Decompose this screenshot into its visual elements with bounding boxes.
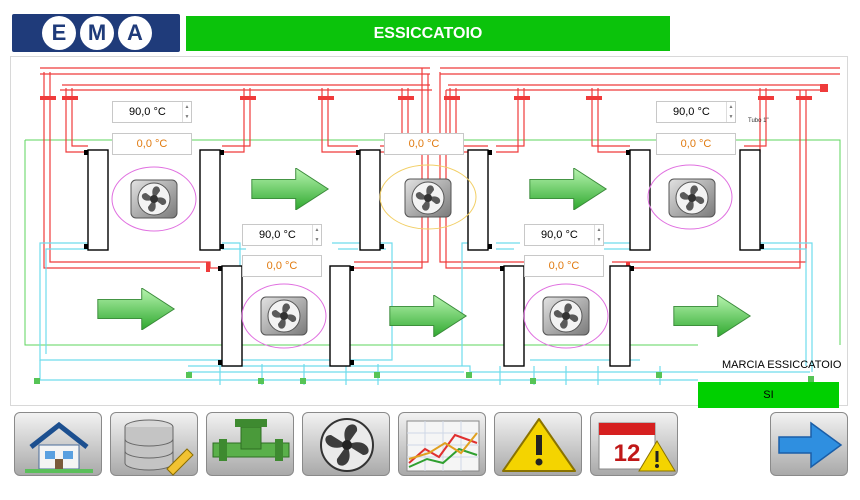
flow-arrow-icon (251, 168, 329, 210)
temperature-reading-4: 0,0 °C (524, 255, 604, 277)
calendar-alarm-icon: 12 (598, 422, 676, 472)
fan-icon (260, 296, 308, 336)
dryer-run-toggle[interactable]: SI (698, 382, 839, 408)
spinner-arrows-icon[interactable]: ▲▼ (594, 225, 603, 245)
alarm-history-button[interactable]: 12 (590, 412, 678, 476)
spinner-arrows-icon[interactable]: ▲▼ (312, 225, 321, 245)
spinner-arrows-icon[interactable]: ▲▼ (726, 102, 735, 122)
setpoint-input-1[interactable]: 90,0 °C ▲▼ (112, 101, 192, 123)
temperature-reading-5: 0,0 °C (656, 133, 736, 155)
fans-button[interactable] (302, 412, 390, 476)
process-diagram (24, 67, 841, 385)
dryer-run-label: MARCIA ESSICCATOIO (722, 359, 842, 371)
setpoint-input-2[interactable]: 90,0 °C ▲▼ (242, 224, 322, 246)
flow-arrow-icon (389, 295, 467, 337)
logo-letter-m: M (80, 16, 114, 50)
database-button[interactable] (110, 412, 198, 476)
fan-icon (668, 178, 716, 218)
logo-letter-e: E (42, 16, 76, 50)
temperature-reading-1: 0,0 °C (112, 133, 192, 155)
home-button[interactable] (14, 412, 102, 476)
alarm-warning-icon (502, 418, 576, 472)
pipe-valve-icon (212, 419, 290, 461)
alarms-button[interactable] (494, 412, 582, 476)
diagram-frame (10, 56, 848, 406)
trend-chart-icon (406, 420, 480, 472)
database-icon (124, 419, 194, 476)
setpoint-value: 90,0 °C (673, 106, 710, 118)
page-title: ESSICCATOIO (186, 16, 670, 51)
setpoint-value: 90,0 °C (129, 106, 166, 118)
temperature-reading-2: 0,0 °C (242, 255, 322, 277)
piping-button[interactable] (206, 412, 294, 476)
flow-arrow-icon (673, 295, 751, 337)
next-arrow-icon (778, 421, 843, 469)
spinner-arrows-icon[interactable]: ▲▼ (182, 102, 191, 122)
temperature-reading-3: 0,0 °C (384, 133, 464, 155)
flow-arrow-icon (97, 288, 175, 330)
home-icon (25, 421, 93, 473)
setpoint-input-5[interactable]: 90,0 °C ▲▼ (656, 101, 736, 123)
logo-letter-a: A (118, 16, 152, 50)
trends-button[interactable] (398, 412, 486, 476)
fan-icon (320, 418, 374, 472)
ema-logo: E M A (12, 14, 180, 52)
setpoint-value: 90,0 °C (259, 229, 296, 241)
flow-arrow-icon (529, 168, 607, 210)
pipe-size-label: Tubo 1" (748, 118, 769, 124)
fan-icon (404, 178, 452, 218)
fan-icon (542, 296, 590, 336)
setpoint-input-4[interactable]: 90,0 °C ▲▼ (524, 224, 604, 246)
calendar-day-number: 12 (614, 440, 641, 467)
fan-icon (130, 179, 178, 219)
setpoint-value: 90,0 °C (541, 229, 578, 241)
next-page-button[interactable] (770, 412, 848, 476)
